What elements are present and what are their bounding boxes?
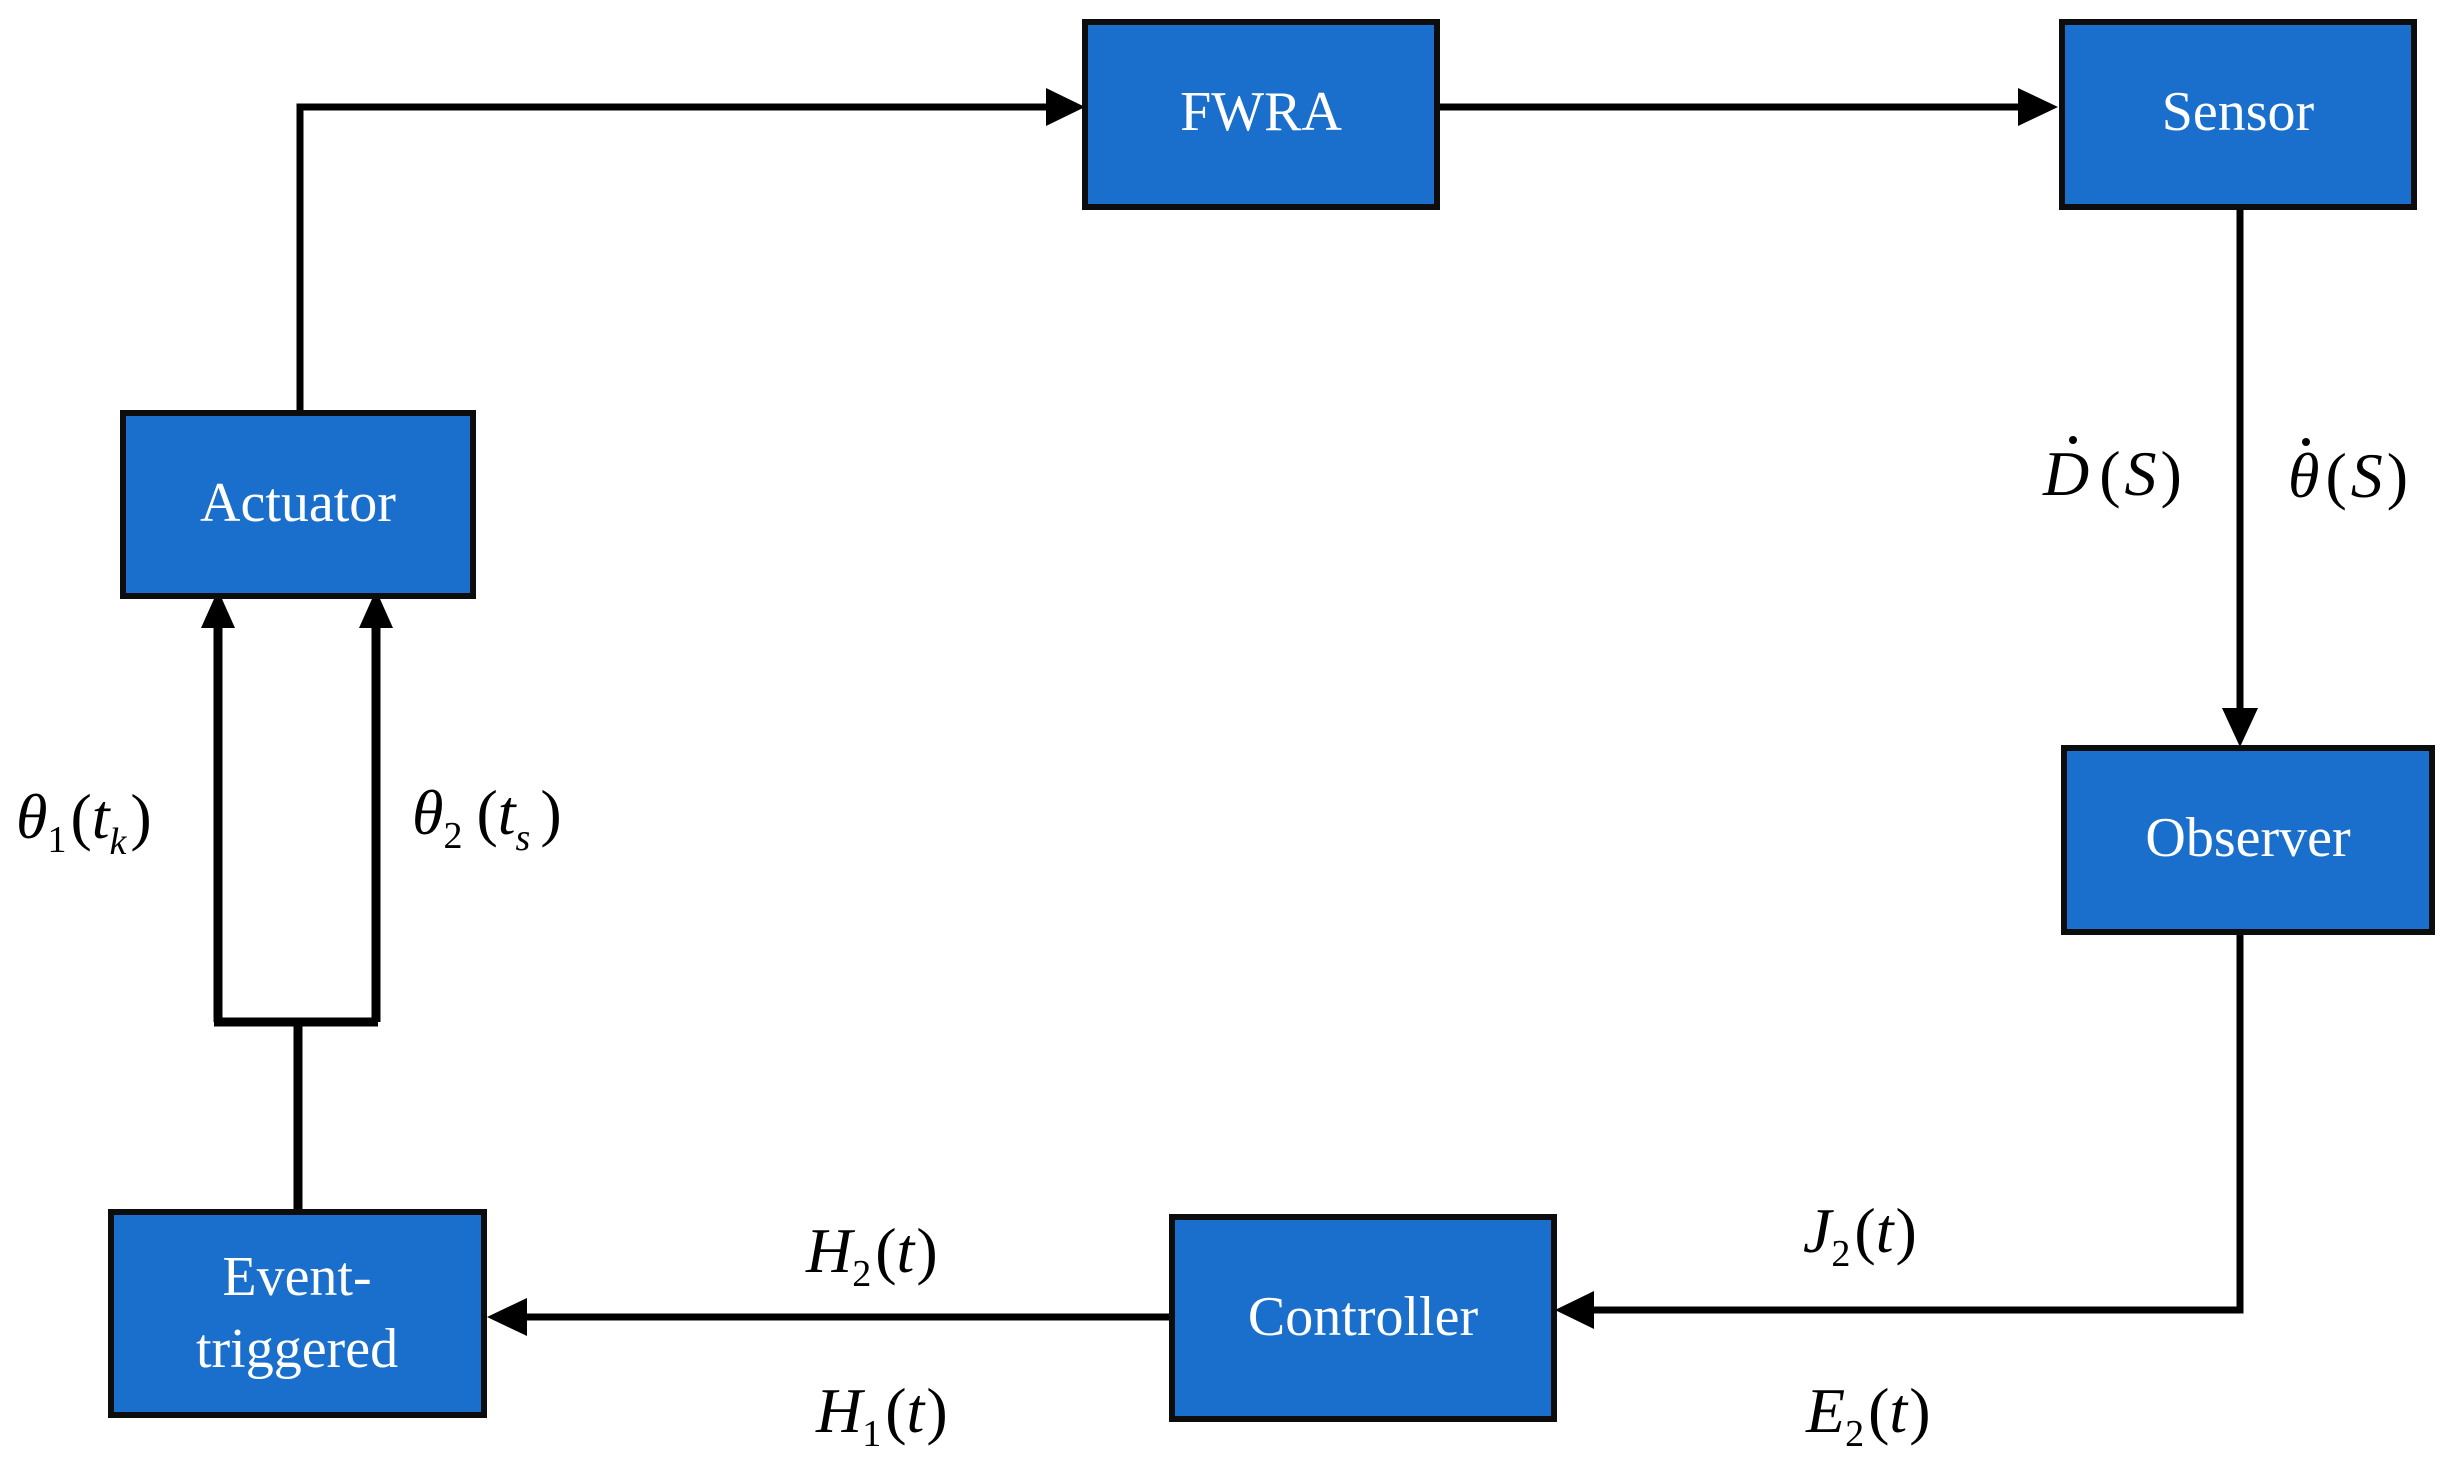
signal-h1-open: ( [885,1375,906,1446]
sensor-block: Sensor [2059,19,2417,210]
signal-theta1-argsub: k [110,821,128,863]
signal-e2-t: E2(t) [1805,1375,1931,1455]
signal-d-open: ( [2099,438,2120,509]
arrow-into-fwra [1046,88,1085,126]
event-triggered-block: Event- triggered [108,1209,487,1418]
arrow-into-sensor [2018,88,2058,126]
controller-block: Controller [1169,1214,1557,1422]
signal-h2-t: H2(t) [805,1215,938,1295]
signal-j2-t: J2(t) [1803,1195,1917,1275]
signal-theta1-sub: 1 [47,819,66,861]
signal-j2-close: ) [1896,1195,1917,1266]
fwra-label: FWRA [1180,81,1342,143]
signal-theta2-arg: t [498,777,518,848]
signal-e2-close: ) [1909,1375,1930,1446]
event-triggered-label-line2: triggered [196,1318,398,1380]
signal-e2-sub: 2 [1845,1413,1864,1455]
observer-label: Observer [2145,807,2351,869]
signal-theta2-sub: 2 [443,815,462,857]
event-triggered-label-line1: Event- [222,1246,371,1308]
signal-theta1-arg: t [92,781,112,852]
signal-theta1-base: θ [16,781,47,852]
signal-j2-sub: 2 [1831,1233,1850,1275]
signal-h2-close: ) [916,1215,937,1286]
signal-h2-open: ( [875,1215,896,1286]
signal-e2-open: ( [1868,1375,1889,1446]
signal-theta-base: θ [2288,440,2319,511]
controller-label: Controller [1248,1286,1479,1348]
signal-d-arg: S [2125,438,2157,509]
signal-j2-arg: t [1876,1195,1896,1266]
wire-observer-to-controller [1590,932,2244,1314]
signal-h1-base: H [815,1375,866,1446]
signal-h1-arg: t [907,1375,927,1446]
signal-j2-open: ( [1854,1195,1875,1266]
signal-theta1-close: ) [130,781,151,852]
arrow-into-controller [1555,1291,1594,1329]
signal-h2-sub: 2 [852,1253,871,1295]
signal-theta2-ts: θ2 (ts) [412,777,562,859]
signal-e2-base: E [1805,1375,1845,1446]
signal-theta-arg: S [2351,440,2383,511]
signal-theta2-argsub: s [516,817,531,859]
sensor-label: Sensor [2162,81,2315,143]
signal-h1-sub: 1 [862,1413,881,1455]
wire-actuator-to-fwra [296,103,1050,412]
arrow-into-event-triggered [487,1298,527,1336]
signal-j2-base: J [1803,1195,1834,1266]
signal-d-close: ) [2161,438,2182,509]
signal-theta2-open: ( [476,777,497,848]
signal-d-base: D [2042,438,2089,509]
signal-h1-close: ) [926,1375,947,1446]
signal-h2-base: H [805,1215,856,1286]
signal-h1-t: H1(t) [815,1375,948,1455]
theta-derivative-dot [2302,438,2310,446]
signal-theta-close: ) [2387,440,2408,511]
arrow-into-observer [2222,708,2258,747]
fwra-block: FWRA [1082,19,1440,210]
signal-e2-arg: t [1889,1375,1909,1446]
signal-theta-open: ( [2325,440,2346,511]
actuator-block: Actuator [120,410,476,599]
signal-theta1-tk: θ1(tk) [16,781,152,863]
observer-block: Observer [2061,745,2435,935]
arrow-theta2-into-actuator [359,590,393,628]
signal-theta2-base: θ [412,777,443,848]
signal-theta1-open: ( [70,781,91,852]
signal-theta2-close: ) [540,777,561,848]
signal-theta-dot-s: θ(S) [2288,440,2408,511]
d-derivative-dot [2069,436,2077,444]
actuator-label: Actuator [200,472,396,534]
arrow-theta1-into-actuator [201,590,235,628]
signal-d-dot-s: D(S) [2042,438,2182,509]
signal-h2-arg: t [897,1215,917,1286]
